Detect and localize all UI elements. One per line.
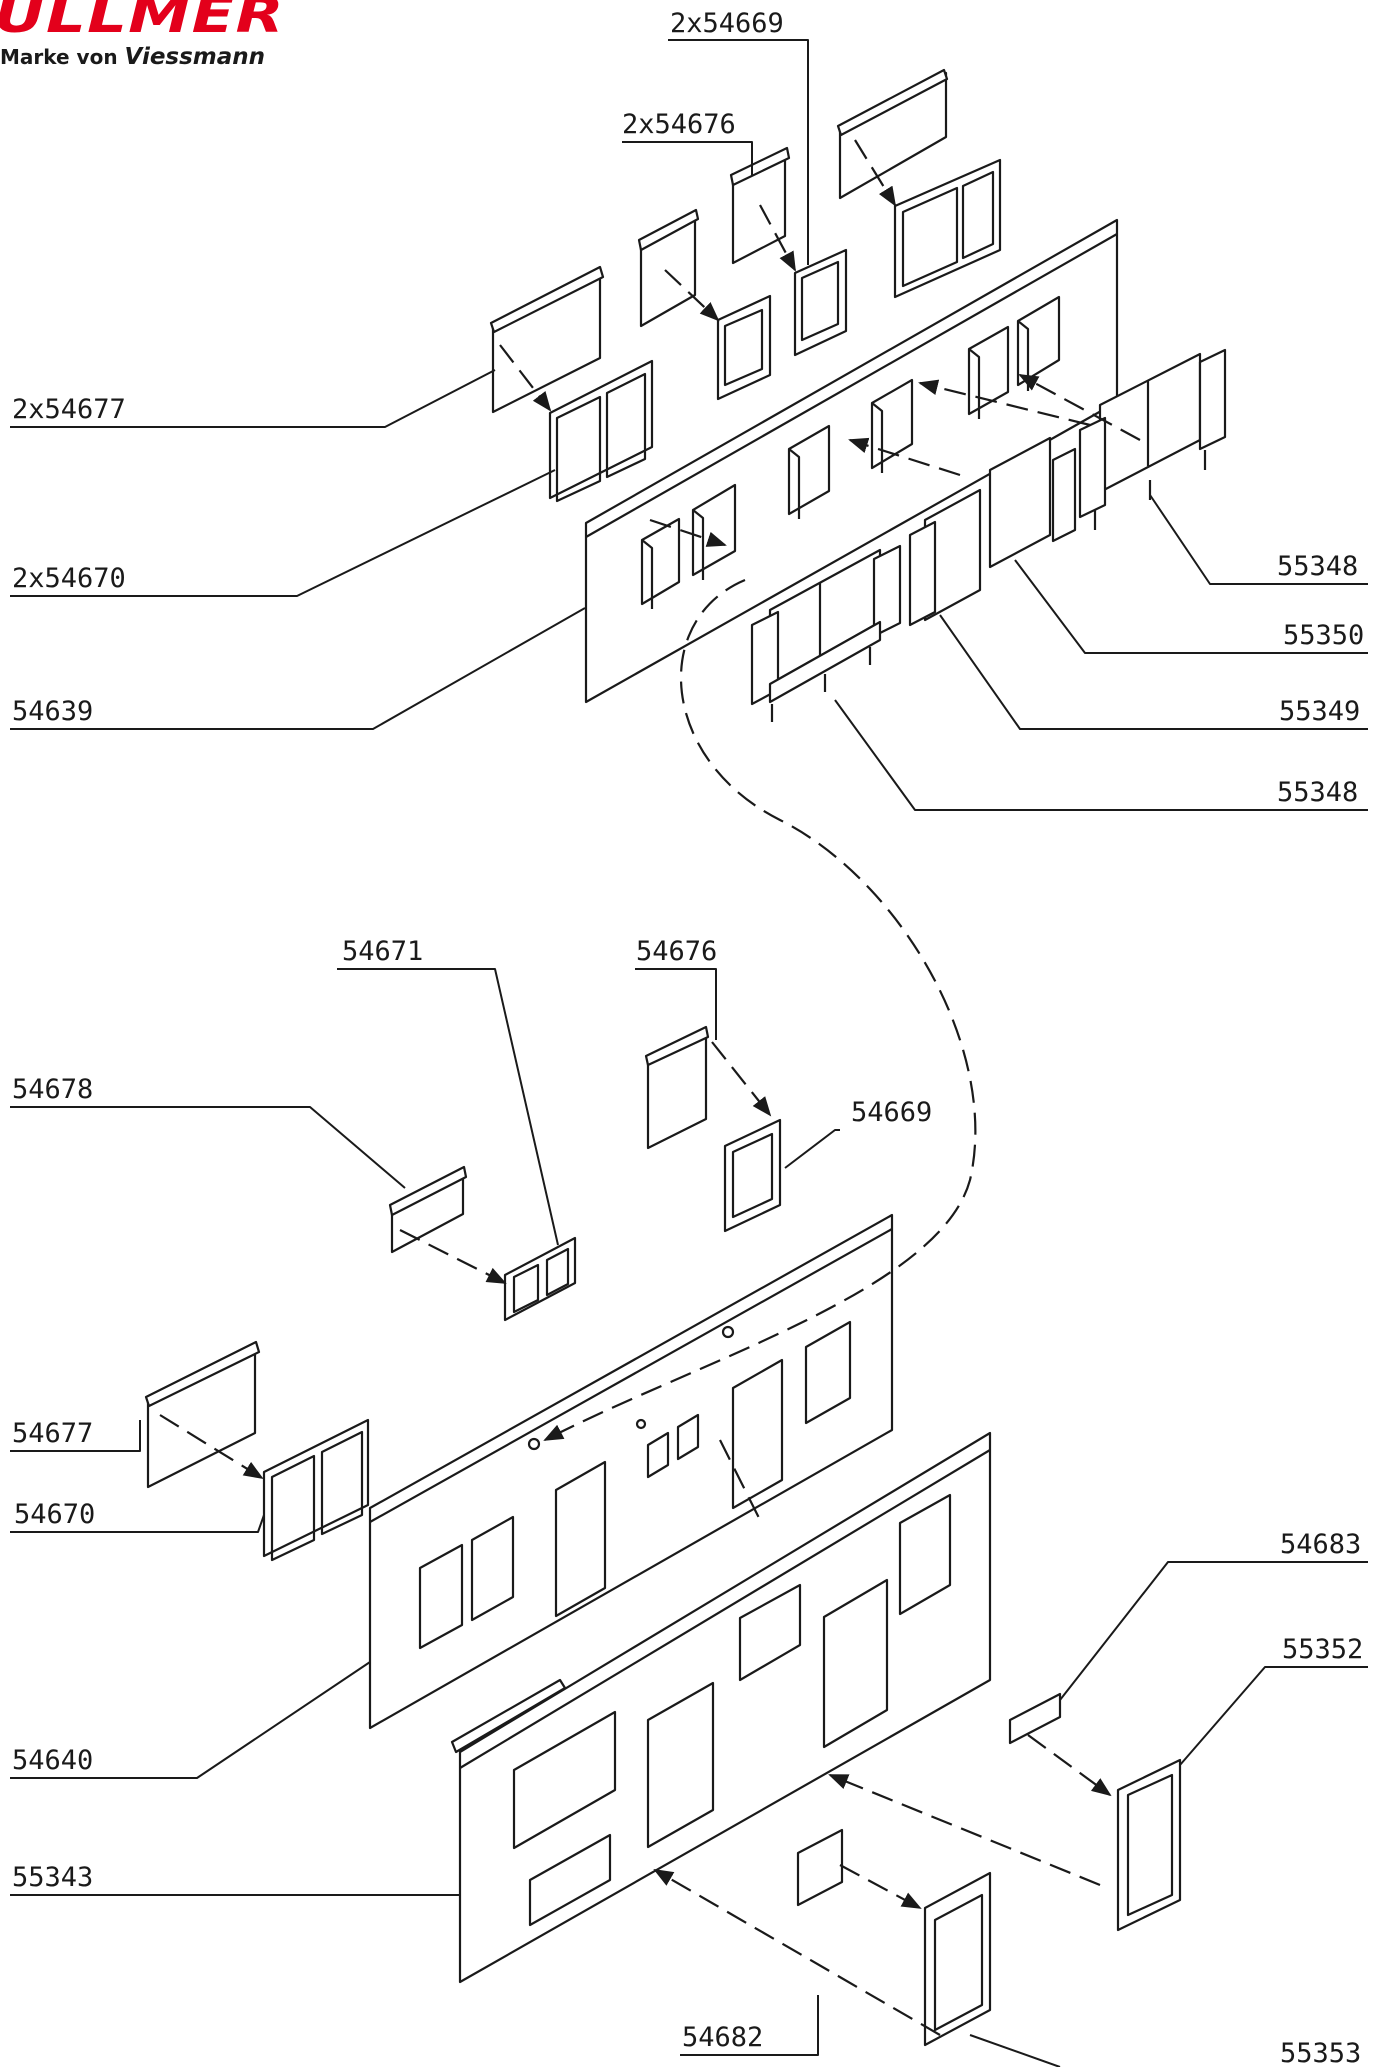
label-55352: 55352: [1282, 1634, 1363, 1665]
awning-54677: [144, 1340, 261, 1489]
tagline-prefix: Marke von: [0, 45, 118, 69]
label-54671: 54671: [342, 936, 423, 967]
leader-lines: [10, 39, 1368, 2067]
label-54640: 54640: [12, 1745, 93, 1776]
awning-2x54669: [836, 68, 1002, 299]
window-54669: [723, 1118, 782, 1233]
door-55352: [1116, 1758, 1182, 1932]
label-54639: 54639: [12, 696, 93, 727]
label-54670: 54670: [14, 1499, 95, 1530]
awning-54678: [388, 1165, 468, 1254]
sign-54683: [1008, 1692, 1062, 1745]
awning-54676: [644, 1025, 710, 1150]
awning-2x54677: [489, 265, 654, 503]
label-55348-a: 55348: [1277, 551, 1358, 582]
window-54671: [503, 1236, 577, 1322]
label-54682: 54682: [682, 2022, 763, 2053]
label-54669: 54669: [851, 1097, 932, 1128]
label-54676: 54676: [636, 936, 717, 967]
wall-openings: [418, 1320, 852, 1650]
wall-openings: [512, 1493, 952, 1927]
label-55349: 55349: [1279, 696, 1360, 727]
label-54677: 54677: [12, 1418, 93, 1449]
label-2x54670: 2x54670: [12, 563, 126, 594]
door-55353: [923, 1871, 992, 2047]
upper-wall-54639: [584, 218, 1119, 704]
label-54683: 54683: [1280, 1529, 1361, 1560]
middle-wall-54640: [368, 1213, 894, 1730]
logo-tagline: Marke von Viessmann: [0, 44, 265, 70]
assembly-guides: [159, 139, 1141, 2036]
label-2x54677: 2x54677: [12, 394, 126, 425]
label-2x54669: 2x54669: [670, 8, 784, 39]
part-labels: 2x54669 2x54676 2x54677 2x54670 54639 55…: [12, 8, 1364, 2067]
balcony-55348-upper: [1078, 348, 1227, 530]
front-wall-55343: [450, 1431, 992, 1984]
tagline-brand: Viessmann: [124, 44, 266, 70]
window-54670: [262, 1418, 370, 1562]
label-54678: 54678: [12, 1074, 93, 1105]
label-55350: 55350: [1283, 620, 1364, 651]
awning-2x54676: [637, 146, 848, 401]
balcony-55349-55350: [908, 436, 1077, 627]
label-55353: 55353: [1280, 2038, 1361, 2067]
logo-wordmark: ÜLLMER: [0, 0, 285, 44]
balcony-55348-lower: [750, 544, 902, 722]
brand-logo: ÜLLMER Marke von Viessmann: [0, 0, 300, 80]
label-55348-b: 55348: [1277, 777, 1358, 808]
label-2x54676: 2x54676: [622, 109, 736, 140]
label-55343: 55343: [12, 1862, 93, 1893]
window-54682: [796, 1828, 844, 1907]
